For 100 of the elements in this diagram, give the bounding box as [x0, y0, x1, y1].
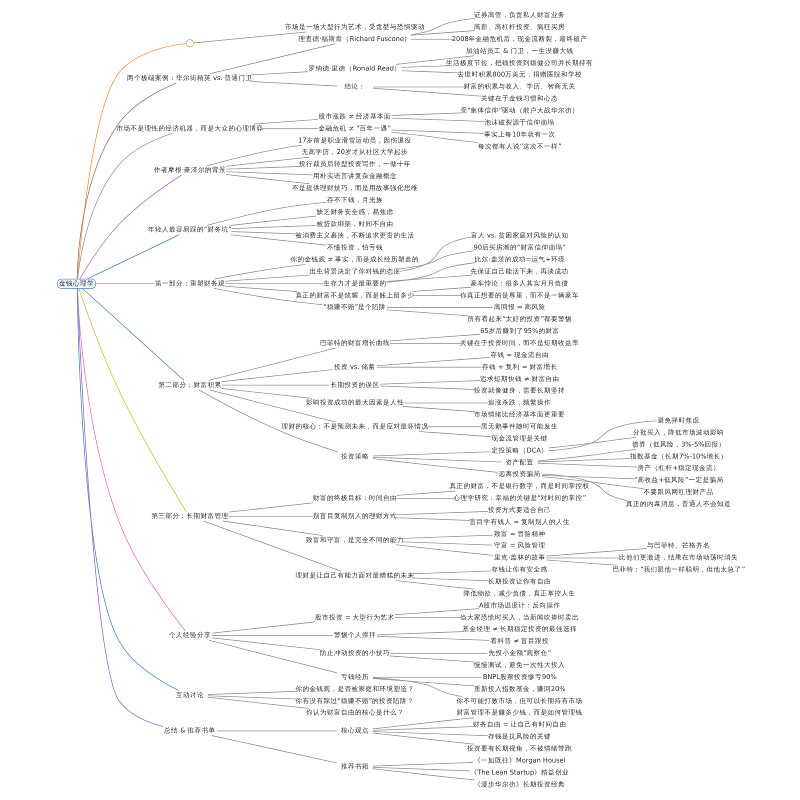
connector: [396, 490, 456, 496]
connector: [390, 132, 478, 143]
connector: [394, 55, 474, 65]
connector: [206, 696, 309, 709]
connector: [372, 717, 474, 730]
connector: [76, 288, 186, 632]
connector: [76, 132, 172, 280]
connector: [541, 474, 628, 502]
connector: [402, 534, 493, 539]
connector: [372, 676, 482, 678]
connector: [253, 119, 318, 124]
connector: [398, 250, 474, 270]
connector: [230, 216, 316, 226]
connector: [545, 548, 647, 556]
connector: [220, 369, 332, 382]
connector: [228, 516, 313, 517]
connector: [379, 386, 475, 390]
connector: [206, 144, 302, 166]
connector: [260, 128, 318, 130]
connector: [386, 309, 468, 316]
connector: [396, 511, 488, 516]
connector: [192, 32, 306, 44]
connector: [372, 768, 475, 780]
connector: [412, 578, 488, 582]
connector: [389, 656, 475, 663]
connector: [372, 456, 502, 462]
connector: [410, 30, 475, 36]
connector: [536, 448, 636, 462]
connector: [78, 288, 186, 512]
connector: [230, 234, 326, 246]
connector: [545, 560, 617, 566]
connector: [224, 286, 298, 292]
connector: [412, 570, 491, 574]
connector: [390, 130, 484, 134]
connector: [537, 462, 638, 468]
connector: [410, 18, 475, 36]
connector: [394, 580, 474, 590]
connector: [230, 231, 297, 234]
connector: [390, 118, 484, 122]
connector: [372, 451, 490, 456]
connector: [402, 541, 493, 546]
connector: [213, 264, 306, 280]
connector: [394, 617, 462, 618]
connector: [207, 690, 297, 695]
connector: [386, 307, 493, 308]
connector: [390, 112, 462, 116]
connector: [372, 726, 474, 731]
connector: [225, 171, 313, 176]
connector: [412, 286, 472, 292]
connector: [220, 384, 330, 386]
connector: [210, 735, 337, 764]
connector: [372, 677, 462, 697]
connector: [418, 431, 491, 438]
node-circle: [185, 39, 194, 48]
connector: [211, 635, 332, 636]
connector: [207, 695, 297, 700]
connector: [424, 426, 482, 428]
connector: [76, 288, 163, 727]
connector: [541, 476, 644, 490]
connector: [372, 678, 474, 686]
connector: [224, 274, 310, 282]
connector: [225, 174, 309, 184]
connector: [250, 81, 337, 86]
connector: [396, 517, 470, 521]
connector: [230, 225, 316, 229]
connector: [548, 437, 636, 448]
connector: [208, 389, 336, 423]
connector: [372, 762, 473, 766]
connector: [376, 636, 490, 641]
connector: [78, 174, 182, 280]
connector: [394, 544, 494, 556]
connector: [94, 283, 155, 284]
connector: [86, 234, 180, 280]
connector: [541, 474, 634, 480]
connector: [222, 520, 322, 536]
connector: [198, 389, 338, 452]
connector: [211, 637, 320, 650]
connector: [400, 70, 459, 74]
connector: [225, 166, 300, 170]
connector: [208, 348, 336, 381]
connector: [213, 288, 322, 306]
connector: [220, 388, 312, 399]
connector: [208, 640, 337, 674]
connector: [389, 342, 462, 344]
connector: [216, 730, 337, 732]
connector: [402, 406, 475, 412]
connector: [202, 520, 342, 572]
connector: [228, 502, 313, 513]
connector: [394, 608, 479, 616]
connector: [376, 366, 482, 368]
connector: [389, 653, 488, 654]
connector: [400, 65, 450, 68]
connector: [410, 38, 454, 40]
connector: [548, 420, 656, 452]
connector: [224, 283, 323, 284]
connector: [537, 458, 630, 462]
connector: [372, 731, 488, 736]
connector: [389, 334, 480, 342]
connector: [372, 88, 481, 97]
connector: [250, 71, 308, 76]
